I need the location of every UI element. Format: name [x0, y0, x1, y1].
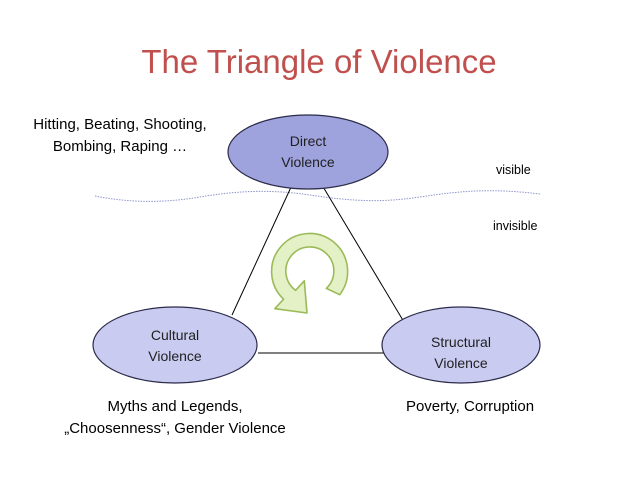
- structural-violence-label: Structural Violence: [411, 332, 511, 374]
- cultural-violence-label-line1: Cultural: [150, 327, 200, 343]
- direct-violence-label: Direct Violence: [258, 131, 358, 173]
- structural-violence-examples: Poverty, Corruption: [405, 398, 535, 415]
- cultural-violence-examples: Myths and Legends, „Choosenness“, Gender…: [30, 396, 320, 440]
- cultural-violence-label-line2: Violence: [148, 348, 202, 364]
- invisible-label: invisible: [493, 219, 538, 233]
- slide-title: The Triangle of Violence: [141, 43, 497, 80]
- direct-violence-examples-line1: Hitting, Beating, Shooting,: [33, 116, 207, 133]
- visibility-wave-line: [94, 190, 541, 202]
- cultural-violence-node: [92, 306, 258, 384]
- cultural-violence-examples-line1: Myths and Legends,: [107, 398, 243, 415]
- edge-direct-structural: [321, 184, 405, 323]
- direct-violence-node: [227, 114, 389, 190]
- edge-direct-cultural: [231, 184, 293, 316]
- cultural-violence-examples-line2: „Choosenness“, Gender Violence: [64, 420, 286, 437]
- visible-label: visible: [496, 163, 531, 177]
- direct-violence-examples: Hitting, Beating, Shooting, Bombing, Rap…: [20, 114, 220, 158]
- direct-violence-label-line1: Direct: [289, 133, 327, 149]
- structural-violence-label-line1: Structural: [431, 334, 491, 350]
- structural-violence-label-line2: Violence: [434, 355, 488, 371]
- direct-violence-label-line2: Violence: [281, 154, 335, 170]
- structural-violence-node: [381, 306, 541, 384]
- direct-violence-examples-line2: Bombing, Raping …: [52, 138, 188, 155]
- cultural-violence-label: Cultural Violence: [125, 325, 225, 367]
- circular-arrow-icon: [270, 232, 349, 314]
